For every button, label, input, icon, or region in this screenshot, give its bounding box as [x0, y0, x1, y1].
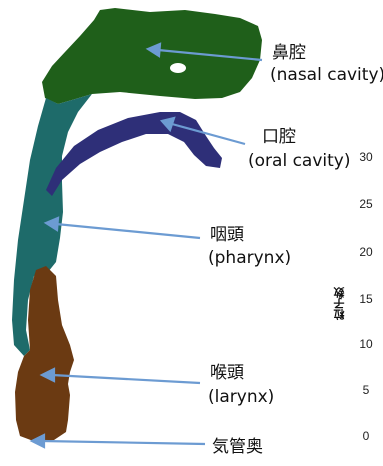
pharynx-arrow [56, 224, 200, 238]
scale-title: 粒子数 [330, 268, 350, 320]
trachea-arrow [42, 441, 205, 444]
larynx-arrow [52, 375, 200, 383]
scale-tick: 15 [352, 292, 380, 306]
larynx-label-en: (larynx) [208, 386, 274, 408]
oral-cavity-region [46, 112, 222, 196]
nasal-label-jp: 鼻腔 [272, 42, 306, 64]
nasal-label-en: (nasal cavity) [270, 64, 383, 86]
scale-tick: 5 [352, 383, 380, 397]
oral-label-jp: 口腔 [262, 126, 296, 148]
pharynx-label-en: (pharynx) [208, 247, 291, 269]
pharynx-label-jp: 咽頭 [210, 224, 244, 246]
nasal-cavity-hole [170, 63, 186, 73]
scale-tick: 30 [352, 150, 380, 164]
oral-label-en: (oral cavity) [248, 150, 350, 172]
larynx-label-jp: 喉頭 [210, 362, 244, 384]
trachea-label-jp: 気管奥 [212, 436, 263, 458]
scale-tick: 10 [352, 337, 380, 351]
scale-tick: 0 [352, 429, 380, 443]
scale-tick: 25 [352, 197, 380, 211]
scale-tick: 20 [352, 245, 380, 259]
